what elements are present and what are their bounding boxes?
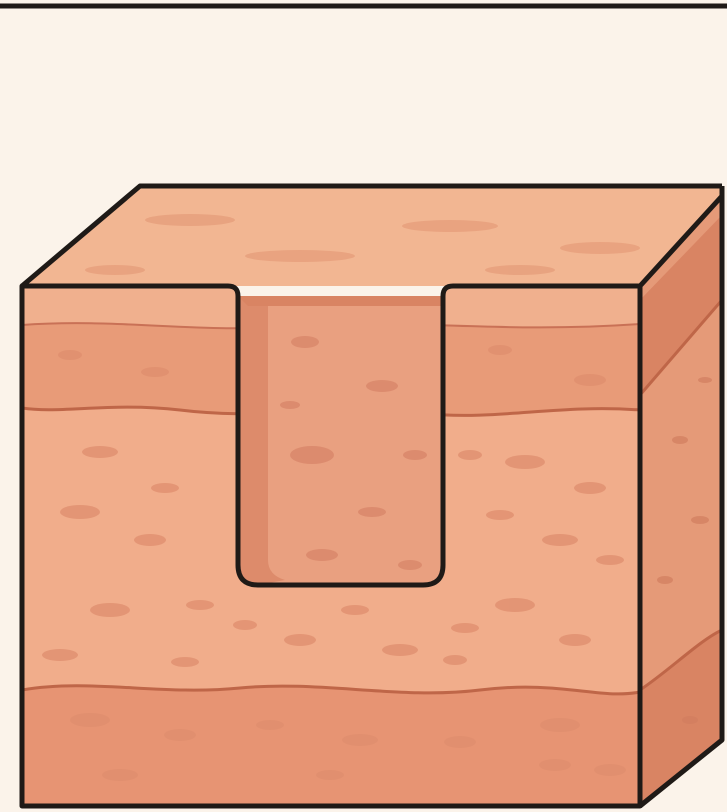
- tissue-speckle: [70, 713, 110, 727]
- cavity: [238, 296, 443, 586]
- top-surface-face: [22, 186, 722, 286]
- tissue-speckle: [186, 600, 214, 610]
- tissue-speckle: [444, 736, 476, 748]
- tissue-speckle: [382, 644, 418, 656]
- tissue-speckle: [443, 655, 467, 665]
- tissue-speckle: [559, 634, 591, 646]
- lower-layer: [22, 686, 640, 806]
- tissue-speckle: [164, 729, 196, 741]
- tissue-speckle: [171, 657, 199, 667]
- tissue-speckle: [594, 764, 626, 776]
- tissue-speckle: [134, 534, 166, 546]
- tissue-speckle: [60, 505, 100, 519]
- cavity-floor: [238, 296, 443, 586]
- tissue-speckle: [102, 769, 138, 781]
- tissue-speckle: [233, 620, 257, 630]
- tissue-speckle: [539, 759, 571, 771]
- tissue-speckle: [342, 734, 378, 746]
- tissue-speckle: [596, 555, 624, 565]
- tissue-speckle: [451, 623, 479, 633]
- tissue-speckle: [540, 718, 580, 732]
- side-face: [640, 196, 722, 806]
- tissue-speckle: [316, 770, 344, 780]
- tissue-speckle: [151, 483, 179, 493]
- tissue-speckle: [458, 450, 482, 460]
- tissue-speckle: [574, 482, 606, 494]
- tissue-speckle: [58, 350, 82, 360]
- tissue-speckle: [284, 634, 316, 646]
- tissue-speckle: [488, 345, 512, 355]
- tissue-speckle: [505, 455, 545, 469]
- tissue-speckle: [542, 534, 578, 546]
- tissue-speckle: [495, 598, 535, 612]
- cavity-rim-shadow: [238, 296, 443, 306]
- tissue-speckle: [141, 367, 169, 377]
- tissue-speckle: [341, 605, 369, 615]
- tissue-speckle: [486, 510, 514, 520]
- tissue-speckle: [90, 603, 130, 617]
- tissue-speckle: [42, 649, 78, 661]
- tissue-speckle: [256, 720, 284, 730]
- tissue-speckle: [574, 374, 606, 386]
- tissue-speckle: [82, 446, 118, 458]
